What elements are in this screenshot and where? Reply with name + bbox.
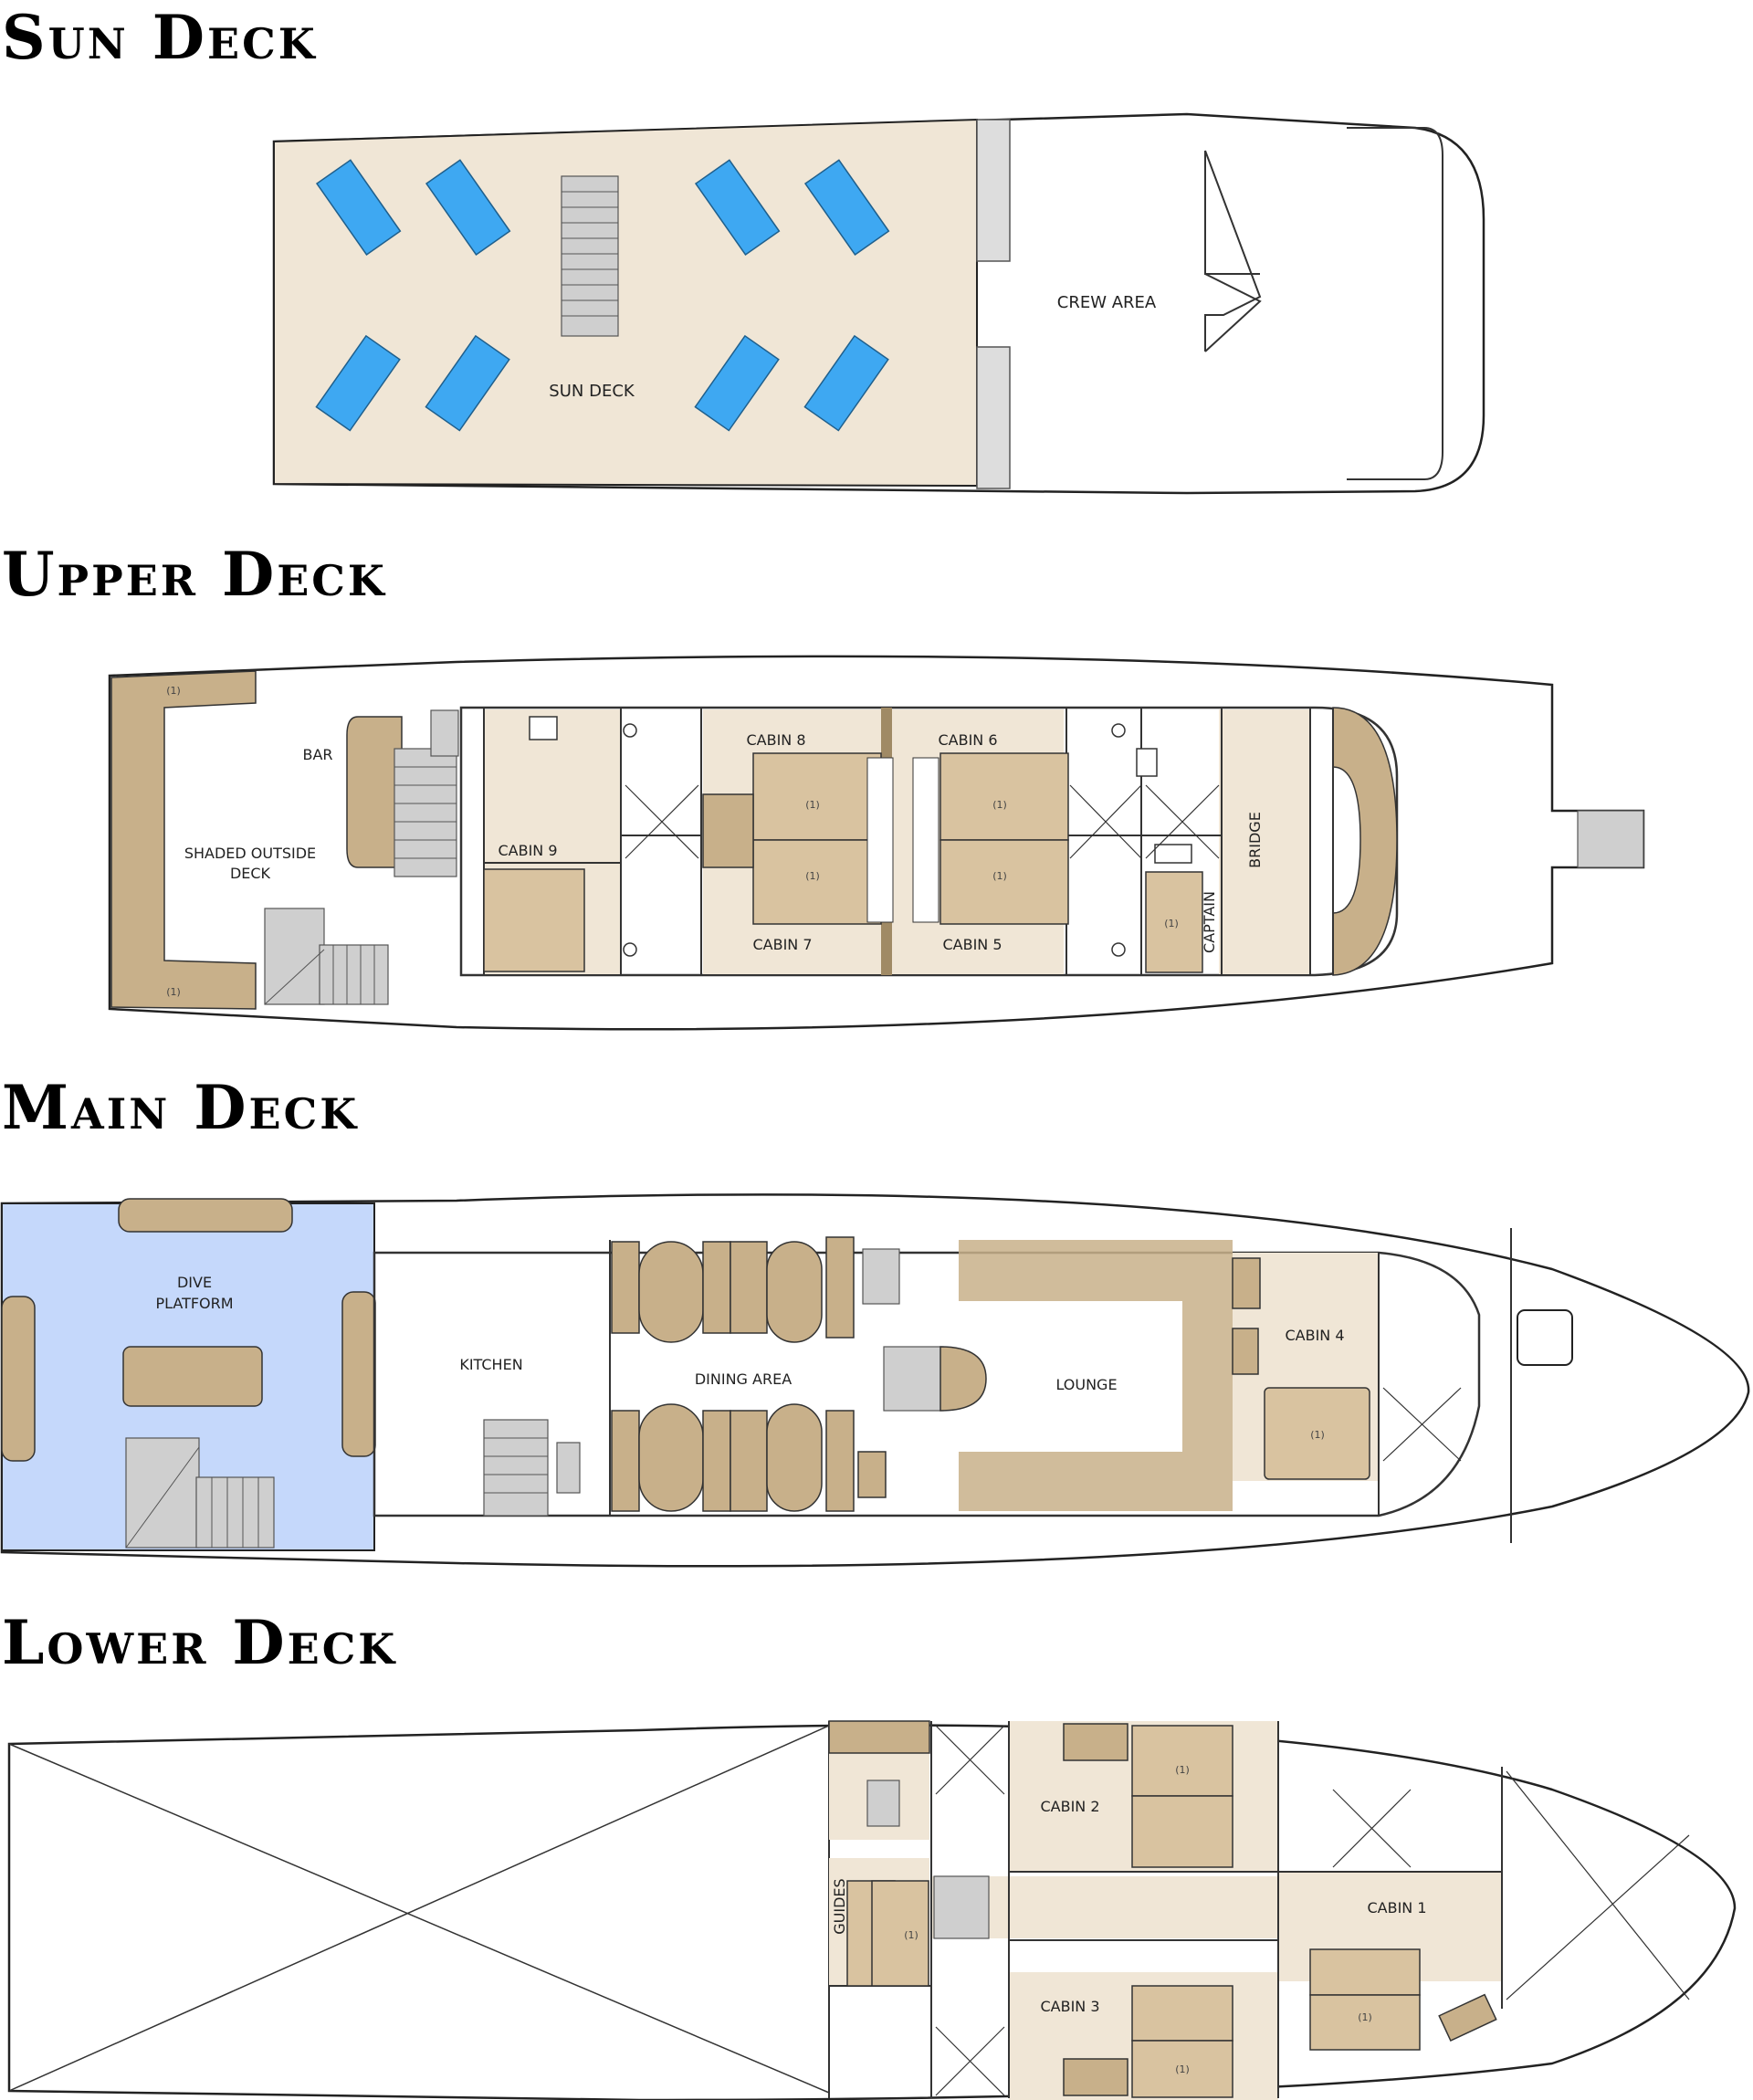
lounge-label: LOUNGE (1055, 1376, 1117, 1393)
svg-text:(1): (1) (904, 1929, 918, 1941)
lounger (315, 334, 401, 432)
crew-area-label: CREW AREA (1057, 293, 1157, 312)
bed-cabin6 (939, 752, 1069, 841)
lounger (694, 334, 780, 432)
shaded-deck-label-1: SHADED OUTSIDE (184, 845, 316, 862)
sun-deck-label: SUN DECK (549, 382, 635, 401)
cabin8-label: CABIN 8 (746, 731, 805, 749)
upper-deck-stairs (264, 908, 389, 1005)
bed-captain (1145, 871, 1203, 973)
lower-deck-title: Lower Deck (2, 1607, 398, 1678)
sun-deck-stairs (561, 175, 619, 337)
dive-platform (1, 1202, 375, 1551)
sun-loungers (315, 159, 890, 432)
cabin9-label: CABIN 9 (498, 842, 557, 859)
bridge-label: BRIDGE (1246, 812, 1264, 868)
lounger (425, 334, 510, 432)
cabin5-label: CABIN 5 (942, 936, 1002, 953)
svg-text:(1): (1) (1164, 918, 1179, 929)
lounge-floor (959, 1240, 1233, 1511)
svg-text:(1): (1) (1310, 1429, 1325, 1441)
svg-text:(1): (1) (992, 799, 1007, 811)
svg-text:(1): (1) (1175, 1764, 1190, 1776)
dive-label-2: PLATFORM (155, 1295, 233, 1312)
svg-text:(1): (1) (805, 870, 820, 882)
dive-label-1: DIVE (177, 1274, 212, 1291)
cabin2-label: CABIN 2 (1040, 1798, 1099, 1815)
svg-text:(1): (1) (1175, 2063, 1190, 2075)
dining-label: DINING AREA (695, 1370, 792, 1388)
lounger (694, 159, 781, 256)
kitchen-label: KITCHEN (459, 1356, 522, 1373)
captain-label: CAPTAIN (1201, 891, 1218, 953)
lounger (315, 159, 402, 256)
cabin6-label: CABIN 6 (938, 731, 997, 749)
cabin7-label: CABIN 7 (752, 936, 812, 953)
guides-label: GUIDES (831, 1878, 848, 1934)
shaded-deck-label-2: DECK (230, 865, 271, 882)
bed-cabin5 (939, 839, 1069, 925)
bed-cabin7 (752, 839, 882, 925)
sun-deck-area (273, 118, 978, 488)
sun-deck-title: Sun Deck (2, 2, 318, 73)
cabin3-label: CABIN 3 (1040, 1998, 1099, 2015)
svg-text:(1): (1) (805, 799, 820, 811)
svg-text:(1): (1) (1358, 2011, 1372, 2023)
dive-platform-stairs (125, 1437, 275, 1549)
lounger (803, 334, 889, 432)
svg-text:(1): (1) (166, 685, 181, 697)
bed-cabin9 (483, 868, 585, 972)
bar-counter (346, 716, 403, 868)
cabin1-label: CABIN 1 (1367, 1899, 1426, 1916)
upper-deck-title: Upper Deck (2, 539, 387, 610)
shaded-deck-bench (110, 670, 257, 1010)
main-deck-title: Main Deck (2, 1072, 360, 1143)
bar-label: BAR (302, 746, 332, 763)
cabin4-label: CABIN 4 (1285, 1327, 1344, 1344)
lounger (425, 159, 511, 256)
svg-text:(1): (1) (992, 870, 1007, 882)
dining-booths (611, 1236, 887, 1512)
bed-cabin4 (1264, 1387, 1370, 1480)
svg-text:(1): (1) (166, 986, 181, 998)
bridge-console (1332, 707, 1398, 976)
lounger (803, 159, 890, 256)
bed-cabin8 (752, 752, 882, 841)
